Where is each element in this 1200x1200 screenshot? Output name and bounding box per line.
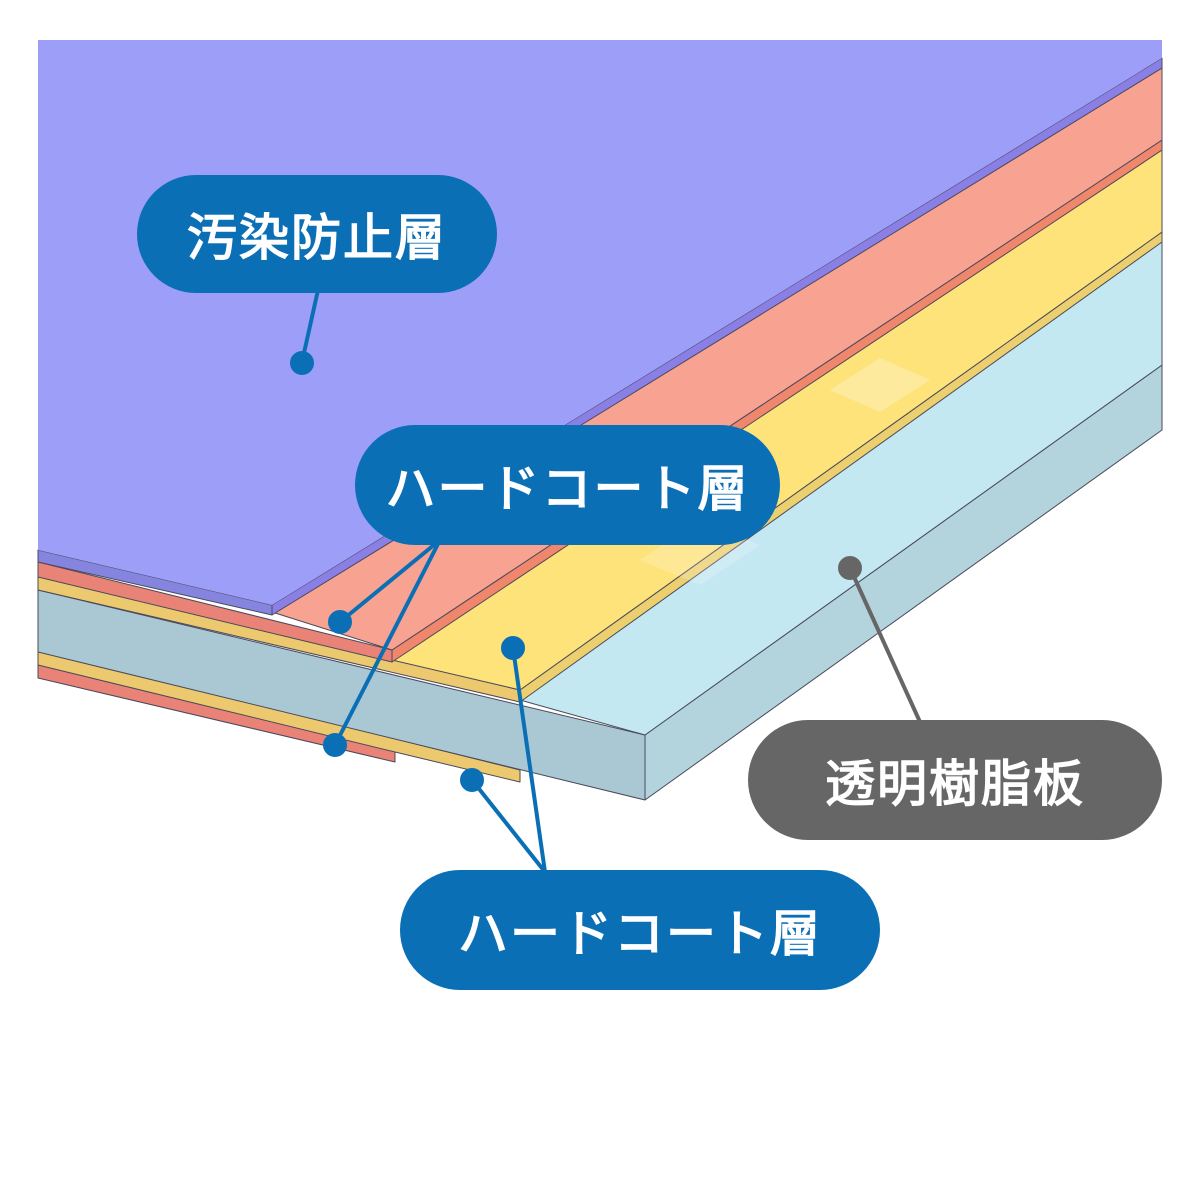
antifouling-layer-label: 汚染防止層 <box>137 175 497 293</box>
callout-dot <box>328 610 352 634</box>
resin-plate-label: 透明樹脂板 <box>748 720 1162 840</box>
callout-dot <box>290 351 314 375</box>
callout-dot <box>323 733 347 757</box>
hardcoat-top-label: ハードコート層 <box>355 425 780 545</box>
callout-dot <box>501 636 525 660</box>
hardcoat-bottom-label: ハードコート層 <box>400 870 880 990</box>
callout-dot <box>460 768 484 792</box>
callout-dot <box>838 556 862 580</box>
